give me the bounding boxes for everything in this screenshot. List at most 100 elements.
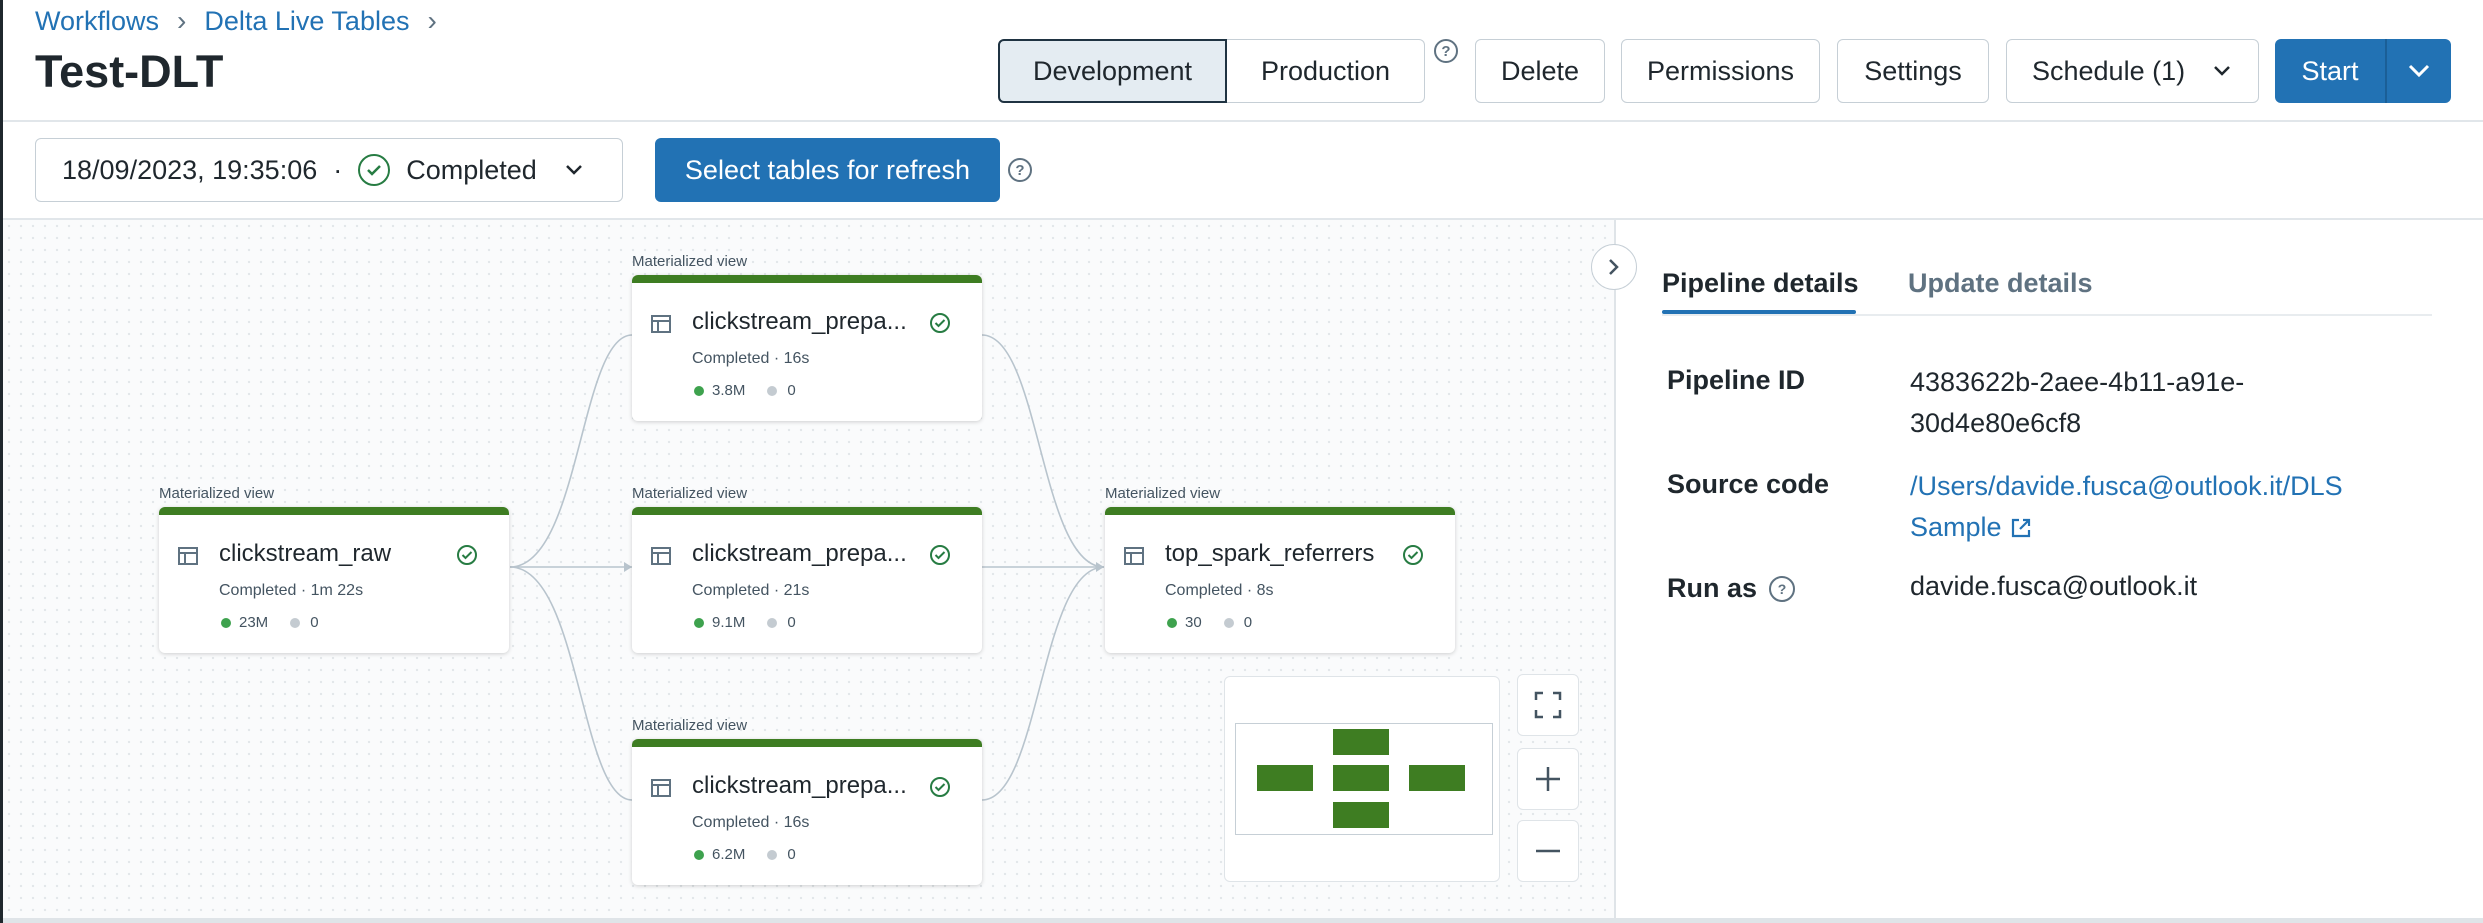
- collapse-panel-button[interactable]: [1591, 244, 1637, 290]
- tab-update-details[interactable]: Update details: [1908, 268, 2093, 298]
- node-metrics: 23M 0: [221, 614, 319, 631]
- node-rows: 23M: [239, 614, 269, 631]
- breadcrumb-delta-live-tables[interactable]: Delta Live Tables: [204, 5, 410, 36]
- minimap-node: [1333, 729, 1389, 755]
- table-icon: [1124, 547, 1144, 565]
- check-circle-icon: [358, 154, 391, 186]
- run-status: Completed: [406, 154, 537, 185]
- node-rows: 9.1M: [712, 614, 746, 631]
- fit-view-button[interactable]: [1517, 674, 1579, 736]
- graph-node-clickstream-prepared-2[interactable]: clickstream_prepa... Completed · 21s 9.1…: [632, 507, 982, 653]
- delete-button[interactable]: Delete: [1475, 39, 1605, 103]
- source-code-label: Source code: [1667, 469, 1830, 499]
- permissions-button[interactable]: Permissions: [1621, 39, 1820, 103]
- chevron-right-icon: [1609, 259, 1619, 275]
- minimap-viewport[interactable]: [1235, 723, 1493, 835]
- help-icon[interactable]: ?: [1434, 39, 1458, 63]
- rows-indicator-icon: [694, 849, 704, 860]
- minus-icon: [1536, 849, 1560, 853]
- help-icon[interactable]: ?: [1008, 158, 1032, 182]
- graph-minimap[interactable]: [1224, 676, 1500, 882]
- node-rows: 3.8M: [712, 382, 746, 399]
- node-type-label: Materialized view: [1105, 485, 1221, 502]
- fullscreen-icon: [1534, 691, 1562, 719]
- check-circle-icon: [930, 777, 950, 797]
- node-name: top_spark_referrers: [1165, 540, 1375, 567]
- node-type-label: Materialized view: [159, 485, 275, 502]
- schedule-label: Schedule (1): [2032, 55, 2186, 86]
- window-edge: [0, 0, 3, 923]
- pipeline-id-label: Pipeline ID: [1667, 365, 1806, 395]
- node-type-label: Materialized view: [632, 253, 748, 270]
- rows-indicator-icon: [694, 385, 704, 396]
- chevron-down-icon: [565, 165, 582, 175]
- chevron-down-icon: [2408, 64, 2430, 78]
- run-as-label: Run as: [1667, 573, 1758, 603]
- source-code-link[interactable]: /Users/davide.fusca@outlook.it/DLS Sampl…: [1910, 466, 2343, 548]
- minimap-node: [1409, 765, 1465, 791]
- rows-indicator-icon: [694, 617, 704, 628]
- table-icon: [651, 779, 671, 797]
- node-metrics: 3.8M 0: [694, 382, 796, 399]
- breadcrumb: Workflows › Delta Live Tables ›: [35, 3, 455, 39]
- graph-node-clickstream-prepared-1[interactable]: clickstream_prepa... Completed · 16s 3.8…: [632, 275, 982, 421]
- node-status: Completed · 8s: [1165, 582, 1274, 599]
- run-timestamp: 18/09/2023, 19:35:06: [62, 154, 318, 185]
- toolbar-divider: [3, 218, 2483, 220]
- zoom-out-button[interactable]: [1517, 820, 1579, 882]
- graph-node-clickstream-raw[interactable]: clickstream_raw Completed · 1m 22s 23M 0: [159, 507, 509, 653]
- table-icon: [178, 547, 198, 565]
- run-as-row-label: Run as ?: [1667, 573, 1796, 604]
- tab-pipeline-details[interactable]: Pipeline details: [1662, 268, 1859, 298]
- bottom-divider: [3, 918, 2483, 923]
- node-status: Completed · 21s: [692, 582, 810, 599]
- graph-node-clickstream-prepared-3[interactable]: clickstream_prepa... Completed · 16s 6.2…: [632, 739, 982, 885]
- select-tables-refresh-button[interactable]: Select tables for refresh: [655, 138, 1000, 202]
- page-title: Test-DLT: [35, 46, 224, 97]
- chevron-right-icon: ›: [427, 5, 437, 36]
- node-rows: 6.2M: [712, 846, 746, 863]
- breadcrumb-workflows[interactable]: Workflows: [35, 5, 160, 36]
- plus-icon: [1536, 767, 1560, 791]
- check-circle-icon: [930, 313, 950, 333]
- node-status: Completed · 1m 22s: [219, 582, 364, 599]
- help-icon[interactable]: ?: [1769, 575, 1796, 602]
- node-name: clickstream_prepa...: [692, 540, 907, 567]
- start-options-button[interactable]: [2385, 39, 2451, 103]
- node-errors: 0: [787, 614, 796, 631]
- check-circle-icon: [1403, 545, 1423, 565]
- minimap-node: [1333, 802, 1389, 828]
- zoom-in-button[interactable]: [1517, 748, 1579, 810]
- settings-button[interactable]: Settings: [1837, 39, 1989, 103]
- node-type-label: Materialized view: [632, 485, 748, 502]
- graph-node-top-spark-referrers[interactable]: top_spark_referrers Completed · 8s 30 0: [1105, 507, 1455, 653]
- pipeline-id-line-2: 30d4e80e6cf8: [1910, 408, 2082, 438]
- table-icon: [651, 547, 671, 565]
- external-link-icon: [2011, 518, 2030, 537]
- node-errors: 0: [310, 614, 319, 631]
- panel-divider: [1614, 220, 1616, 923]
- header-divider: [3, 120, 2483, 122]
- errors-indicator-icon: [767, 385, 778, 396]
- node-status: Completed · 16s: [692, 350, 810, 367]
- node-errors: 0: [787, 382, 796, 399]
- rows-indicator-icon: [1167, 617, 1177, 628]
- update-run-select[interactable]: 18/09/2023, 19:35:06 · Completed: [35, 138, 623, 202]
- run-separator: ·: [333, 154, 343, 185]
- node-name: clickstream_prepa...: [692, 308, 907, 335]
- check-circle-icon: [930, 545, 950, 565]
- chevron-down-icon: [2214, 66, 2230, 76]
- pipeline-id-line-1: 4383622b-2aee-4b11-a91e-: [1910, 367, 2245, 397]
- errors-indicator-icon: [290, 617, 301, 628]
- tabs-divider: [1662, 314, 2432, 316]
- start-button[interactable]: Start: [2275, 39, 2385, 103]
- node-metrics: 30 0: [1167, 614, 1252, 631]
- schedule-button[interactable]: Schedule (1): [2006, 39, 2259, 103]
- run-as-value: davide.fusca@outlook.it: [1910, 571, 2198, 601]
- pipeline-id-value: 4383622b-2aee-4b11-a91e- 30d4e80e6cf8: [1910, 362, 2244, 444]
- node-metrics: 9.1M 0: [694, 614, 796, 631]
- development-mode-button[interactable]: Development: [998, 39, 1227, 103]
- node-status: Completed · 16s: [692, 814, 810, 831]
- errors-indicator-icon: [1223, 617, 1234, 628]
- production-mode-button[interactable]: Production: [1227, 39, 1425, 103]
